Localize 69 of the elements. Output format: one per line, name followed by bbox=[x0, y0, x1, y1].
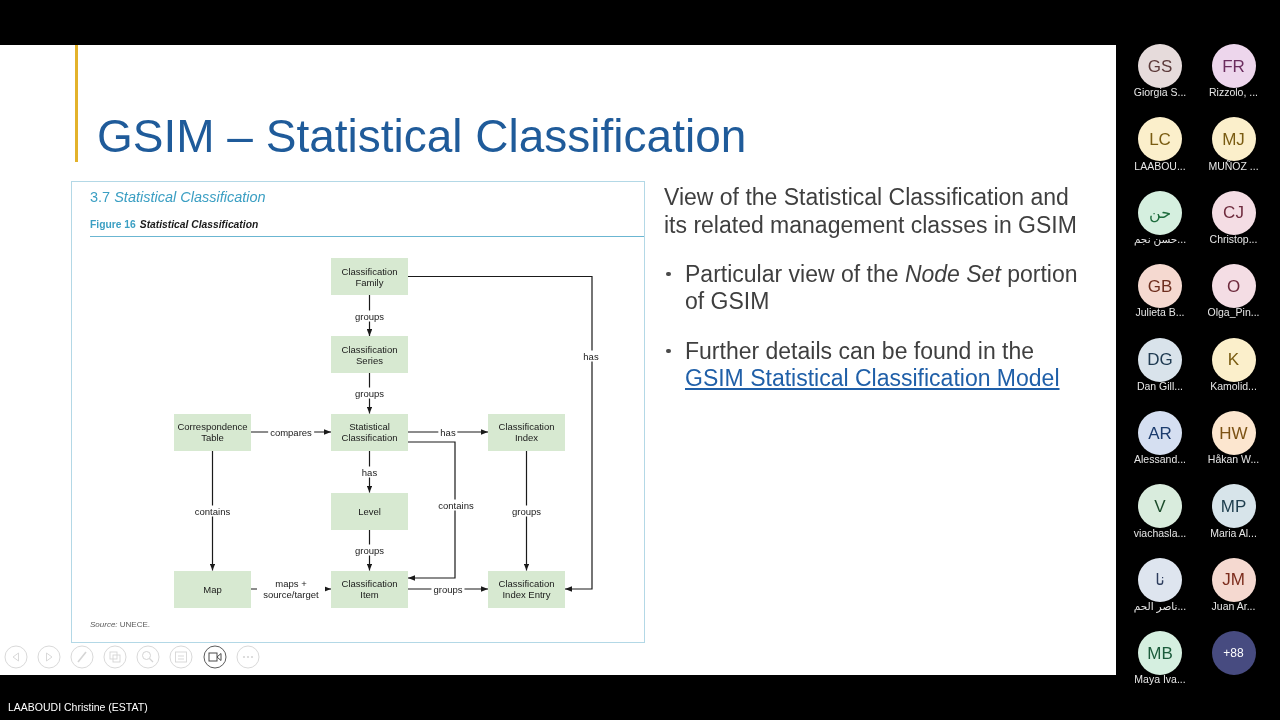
participant-name: Juan Ar... bbox=[1211, 600, 1256, 612]
participant-name: Maria Al... bbox=[1210, 527, 1257, 538]
participant-name: Maya Iva... bbox=[1134, 674, 1186, 685]
edge-label: groups bbox=[509, 505, 544, 516]
class-box: Statistical Classification bbox=[331, 413, 408, 451]
arrow bbox=[523, 449, 530, 572]
edge-label: has bbox=[581, 350, 601, 362]
avatar-circle: GB bbox=[1138, 264, 1182, 309]
class-box: Classification Index bbox=[488, 413, 565, 451]
avatar-circle: O bbox=[1211, 264, 1256, 309]
avatar-circle: FR bbox=[1211, 44, 1256, 88]
participant-name: Christop... bbox=[1209, 233, 1258, 245]
edge-label: groups bbox=[352, 310, 387, 321]
participant-name: حسن نجم... bbox=[1133, 233, 1187, 245]
class-box: Classification Family bbox=[331, 258, 408, 295]
participant-name: LAABOU... bbox=[1134, 160, 1186, 171]
edge-label: groups bbox=[352, 544, 387, 556]
participant-name: Giorgia S... bbox=[1133, 87, 1187, 98]
edge-label: maps + source/target bbox=[257, 578, 325, 600]
avatar-circle: AR bbox=[1138, 411, 1182, 455]
participant-name: Julieta B... bbox=[1135, 307, 1185, 318]
class-box: Classification Series bbox=[331, 336, 408, 373]
avatar-circle: +88 bbox=[1211, 631, 1256, 676]
edge-label: groups bbox=[352, 387, 387, 399]
class-box: Map bbox=[174, 570, 251, 608]
participant-name: ناصر الحم... bbox=[1133, 600, 1187, 612]
participant-name: Rizzolo, ... bbox=[1209, 87, 1258, 98]
figure-heading: 3.7 Statistical Classification bbox=[90, 189, 266, 205]
avatar-circle: HW bbox=[1211, 411, 1256, 455]
class-box: Classification Item bbox=[331, 570, 408, 608]
avatar-circle: GS bbox=[1138, 44, 1182, 88]
figure-label: Figure 16 bbox=[90, 220, 136, 231]
avatar-circle: MB bbox=[1138, 631, 1182, 676]
participant-name: Håkan W... bbox=[1207, 454, 1260, 465]
edge-label: has bbox=[438, 426, 458, 438]
figure-frame bbox=[71, 181, 645, 643]
presenter-name: LAABOUDI Christine (ESTAT) bbox=[8, 701, 148, 713]
body-text: View of the Statistical Classification and its related management classes in GSIM bbox=[664, 183, 1078, 239]
participant-name: Kamolid... bbox=[1210, 380, 1257, 392]
arrow bbox=[209, 449, 216, 572]
avatar-circle: V bbox=[1138, 484, 1182, 529]
arrow bbox=[407, 275, 593, 592]
avatar-circle: DG bbox=[1138, 337, 1182, 382]
bullet-text: Further details can be found in the bbox=[685, 337, 1035, 365]
participant-name: Alessand... bbox=[1134, 454, 1186, 465]
avatar-circle: CJ bbox=[1211, 190, 1256, 235]
participant-name: MUÑOZ ... bbox=[1208, 160, 1259, 171]
avatar-circle: LC bbox=[1138, 117, 1182, 162]
bullet-text: Particular view of the Node Set portion of GSIM bbox=[685, 260, 1079, 315]
edge-label: contains bbox=[192, 505, 233, 516]
edge-label: has bbox=[359, 466, 380, 477]
class-box: Classification Index Entry bbox=[488, 570, 565, 608]
figure-title: Statistical Classification bbox=[139, 220, 259, 231]
source-note: Source: UNECE. bbox=[90, 621, 151, 630]
class-box: Level bbox=[331, 492, 408, 530]
participant-name: viachasla... bbox=[1133, 527, 1187, 538]
avatar-circle: JM bbox=[1211, 557, 1256, 602]
arrow bbox=[366, 449, 373, 494]
avatar-circle: MP bbox=[1211, 484, 1256, 529]
class-box: Correspondence Table bbox=[174, 413, 251, 451]
edge-label: contains bbox=[436, 499, 476, 511]
arrow bbox=[407, 441, 456, 581]
avatar-circle: K bbox=[1211, 337, 1256, 382]
participant-name: Olga_Pin... bbox=[1207, 307, 1260, 318]
link: GSIM Statistical Classification Model bbox=[685, 364, 1060, 392]
avatar-circle: حن bbox=[1138, 190, 1182, 235]
avatar-circle: نا bbox=[1138, 557, 1182, 602]
participant-name: Dan Gill... bbox=[1136, 380, 1184, 392]
slide-title: GSIM – Statistical Classification bbox=[97, 113, 747, 160]
